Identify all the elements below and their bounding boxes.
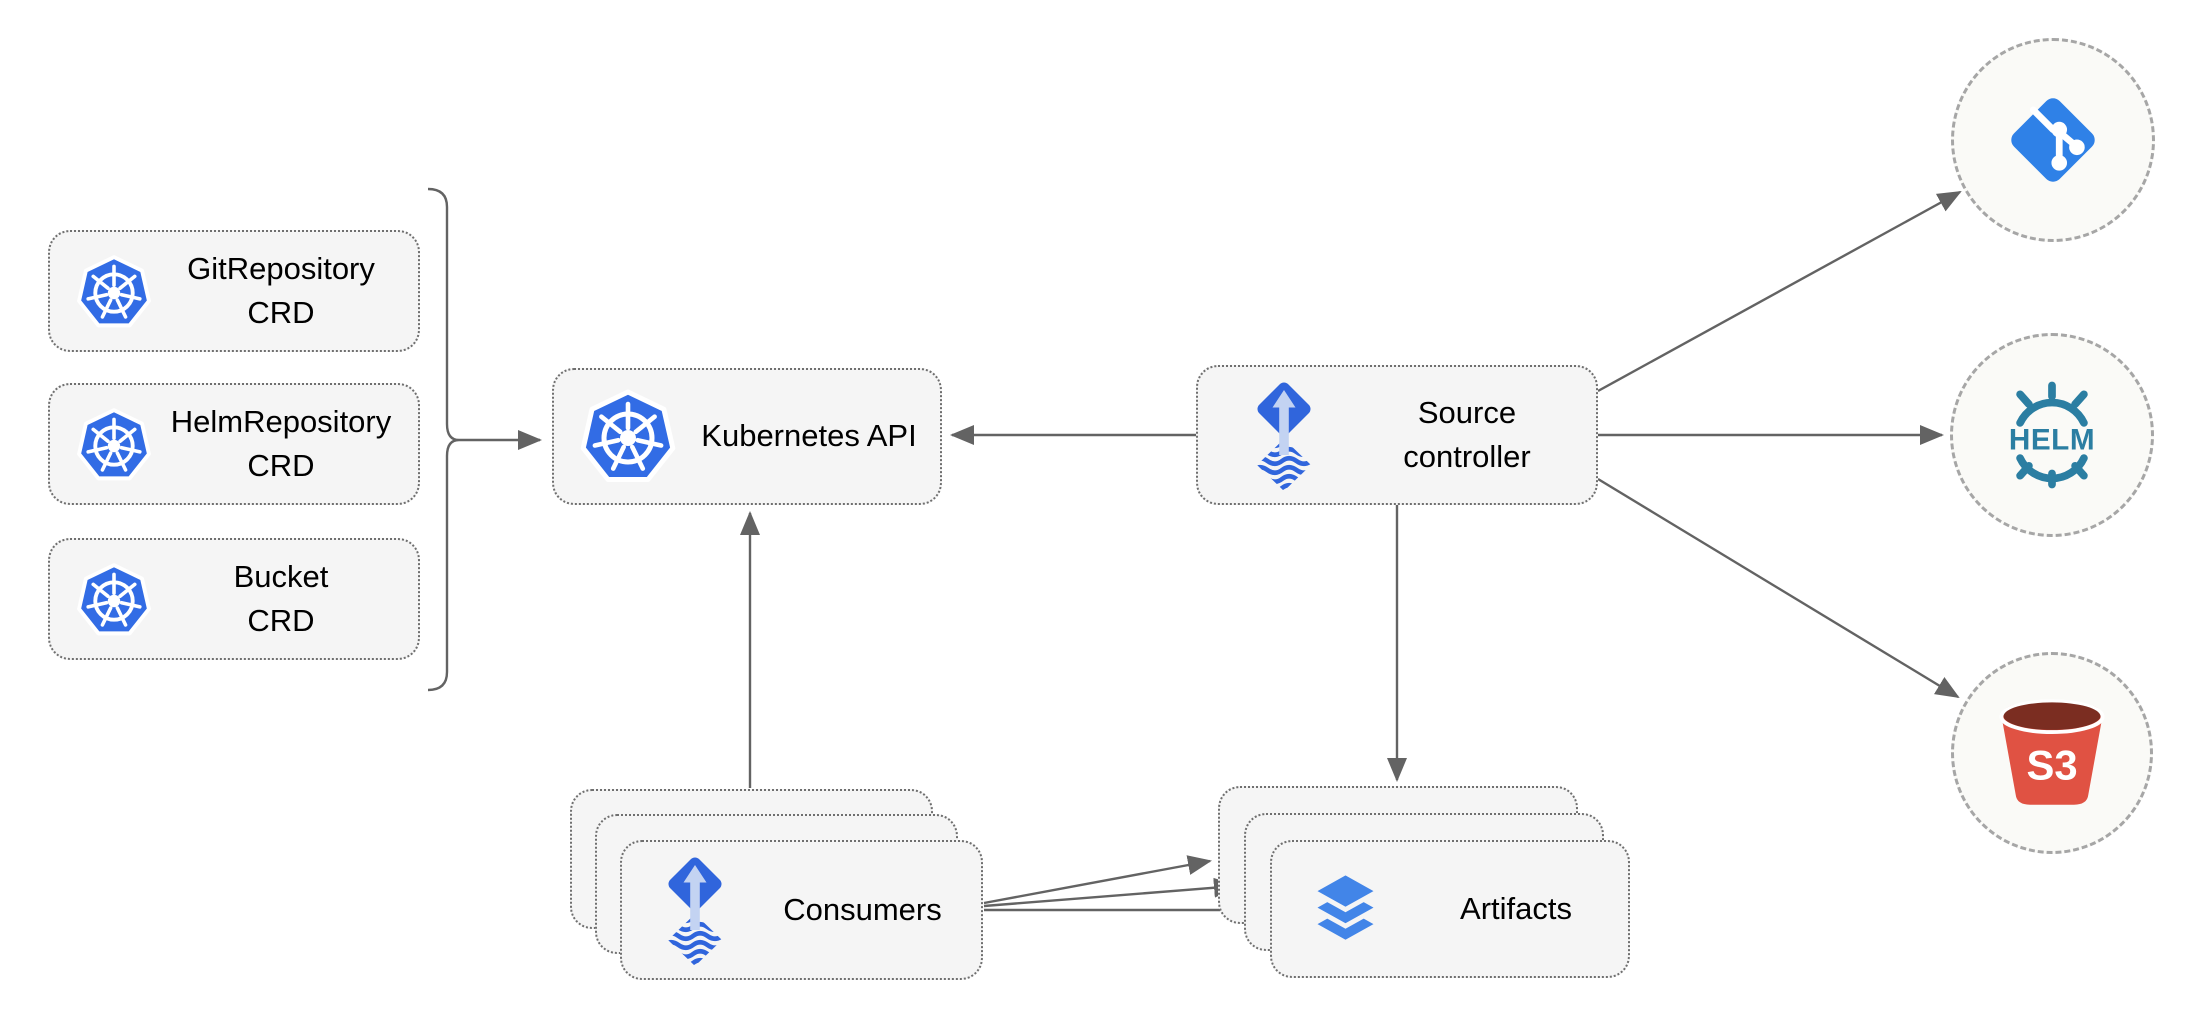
node-label: Consumers [783,891,942,927]
node-label: GitRepository CRD [187,250,375,330]
bracket-crds [427,187,460,692]
helm-icon-text: HELM [2009,423,2095,456]
s3-icon-text: S3 [2026,741,2077,788]
git-icon [2011,98,2095,182]
arrow-consumers-to-artifacts-1 [983,855,1212,905]
node-helm-source: HELM [1950,333,2154,537]
node-git-source [1951,38,2155,242]
node-label: Kubernetes API [701,418,917,454]
node-gitrepository-crd: GitRepository CRD [48,230,420,352]
node-artifacts: Artifacts [1270,840,1630,978]
node-helmrepository-crd: HelmRepository CRD [48,383,420,505]
layers-icon [1307,869,1384,946]
kubernetes-icon [75,407,153,485]
flux-icon [654,854,736,969]
helm-icon: HELM [2009,381,2095,489]
flux-icon [1243,379,1325,494]
arrow-source-to-git [1597,190,1962,393]
node-consumers: Consumers [620,840,983,980]
node-label: HelmRepository CRD [170,403,392,483]
node-label: Artifacts [1460,890,1572,926]
arrow-source-to-s3 [1597,477,1960,699]
node-source-controller: Source controller [1196,365,1598,505]
kubernetes-icon [75,562,153,640]
kubernetes-icon [75,254,153,332]
s3-icon: S3 [1999,699,2105,805]
node-kubernetes-api: Kubernetes API [552,368,942,505]
node-bucket-crd: Bucket CRD [48,538,420,660]
node-s3-source: S3 [1951,652,2153,854]
kubernetes-icon [578,388,678,488]
node-label: Source controller [1403,394,1531,474]
node-label: Bucket CRD [233,558,329,638]
arrow-consumers-to-artifacts-2 [983,877,1238,908]
